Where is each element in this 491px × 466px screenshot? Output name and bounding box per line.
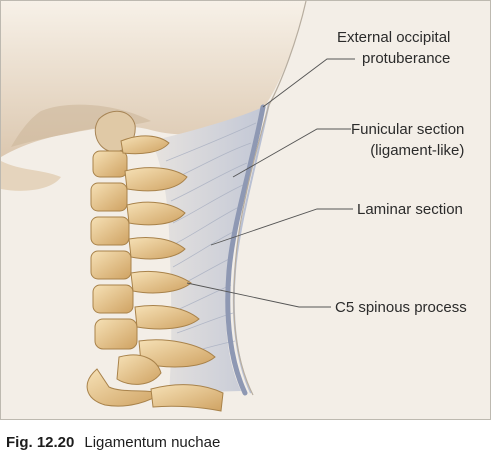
c1-posterior-arch bbox=[120, 135, 170, 155]
label-external-occipital-protuberance-line2: protuberance bbox=[361, 50, 451, 67]
caption-title: Ligamentum nuchae bbox=[84, 434, 221, 451]
leader-line-laminar-section bbox=[210, 208, 353, 246]
c5-spinous-process bbox=[130, 270, 192, 294]
label-external-occipital-protuberance-line1: External occipital bbox=[337, 29, 451, 46]
leader-line-funicular-section bbox=[232, 128, 351, 178]
label-external-occipital-protuberance: External occipital protuberance bbox=[337, 27, 450, 69]
c7-spinous-process bbox=[138, 339, 216, 368]
c2-spinous-process bbox=[124, 167, 188, 192]
funicular-section bbox=[225, 104, 266, 396]
c6-spinous-process bbox=[134, 305, 200, 330]
t1-vertebra bbox=[116, 354, 162, 385]
figure-frame: External occipital protuberance Funicula… bbox=[0, 0, 491, 420]
label-funicular-section-line1: Funicular section bbox=[351, 121, 465, 138]
c3-spinous-process bbox=[126, 201, 186, 226]
label-c5-spinous-process: C5 spinous process bbox=[335, 299, 467, 316]
leader-line-external-occipital-protuberance bbox=[262, 58, 355, 108]
caption-figure-number: Fig. 12.20 bbox=[6, 434, 75, 451]
c4-spinous-process bbox=[128, 236, 186, 260]
vertebral-column bbox=[90, 150, 138, 350]
figure-caption: Fig. 12.20 Ligamentum nuchae bbox=[6, 434, 220, 451]
label-laminar-section: Laminar section bbox=[357, 201, 463, 218]
first-rib bbox=[86, 368, 163, 407]
ligamentum-nuchae-illustration bbox=[1, 1, 355, 412]
leader-line-c5-spinous-process bbox=[186, 282, 331, 308]
leader-lines bbox=[186, 58, 355, 308]
neck-contour bbox=[233, 1, 307, 396]
spinous-processes bbox=[120, 135, 216, 368]
label-funicular-section-line2: (ligament-like) bbox=[370, 142, 465, 159]
label-funicular-section: Funicular section (ligament-like) bbox=[351, 119, 464, 161]
